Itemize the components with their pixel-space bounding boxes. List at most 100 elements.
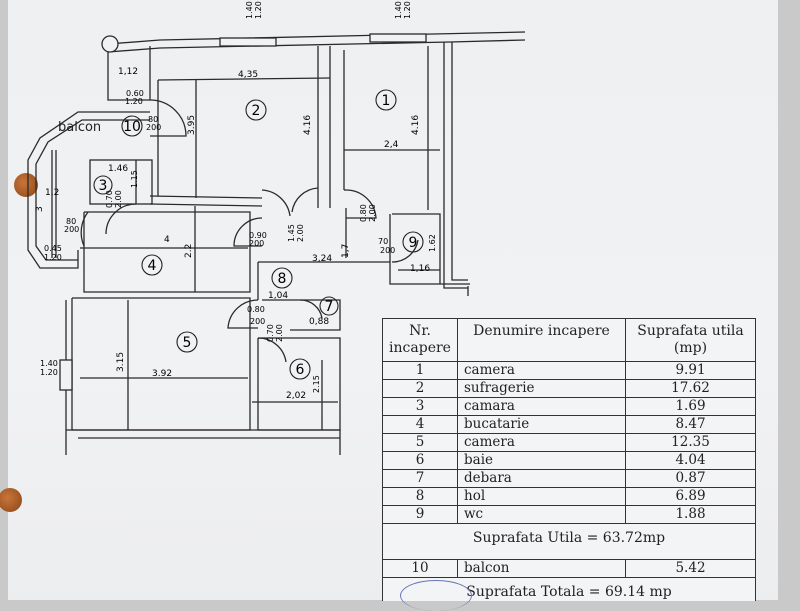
balcony-row: 10 balcon 5.42 (382, 559, 756, 578)
table-row: 3 camara 1.69 (382, 397, 756, 416)
table-header-row: Nr. incapere Denumire incapere Suprafata… (382, 318, 756, 362)
table-row: 7 debara 0.87 (382, 469, 756, 488)
dim-435: 4,35 (238, 70, 258, 80)
dim-200-wc: 200 (380, 246, 395, 255)
room-number-2: 2 (252, 103, 261, 119)
dim-top-a-140: 1.40 (245, 1, 254, 19)
row-name: debara (457, 469, 626, 488)
binder-hole-bottom (0, 488, 22, 512)
balcony-area: 5.42 (625, 559, 756, 578)
dim-17: 1,7 (341, 244, 351, 258)
dim-200-balcony: 200 (146, 123, 161, 132)
room-number-labels: 1 2 3 4 5 6 7 8 9 10 (99, 93, 418, 378)
table-row: 5 camera 12.35 (382, 433, 756, 452)
room-number-10: 10 (123, 119, 141, 135)
dim-22: 2.2 (184, 244, 194, 258)
row-nr: 2 (382, 379, 458, 398)
dim-070-room3: 0.70 (105, 190, 114, 208)
dim-116: 1,16 (410, 264, 430, 274)
row-nr: 1 (382, 361, 458, 380)
dim-145: 1.45 (287, 224, 296, 242)
row-area: 8.47 (625, 415, 756, 434)
dim-090: 0.90 (249, 231, 267, 240)
dim-395: 3.95 (187, 115, 197, 135)
dim-200-hall: 2.00 (296, 224, 305, 242)
room-number-7: 7 (325, 299, 334, 315)
row-name: wc (457, 505, 626, 524)
grand-total-row: Suprafata Totala = 69.14 mp (382, 577, 756, 601)
room-number-5: 5 (183, 335, 192, 351)
grand-total: Suprafata Totala = 69.14 mp (382, 577, 756, 601)
dim-215: 2.15 (312, 375, 321, 393)
dim-140-left: 1.40 (40, 359, 58, 368)
binder-hole-top (14, 173, 38, 197)
table-row: 1 camera 9.91 (382, 361, 756, 380)
room-number-1: 1 (382, 93, 391, 109)
dim-112: 1,12 (118, 67, 138, 77)
row-nr: 9 (382, 505, 458, 524)
dim-12: 1.2 (45, 188, 59, 198)
room-number-9: 9 (409, 235, 418, 251)
row-name: sufragerie (457, 379, 626, 398)
dim-80-balcony: 80 (148, 115, 158, 124)
dim-416-b: 4.16 (411, 115, 421, 135)
dim-045: 0.45 (44, 244, 62, 253)
balcony-name: balcon (457, 559, 626, 578)
dim-4: 4 (164, 235, 170, 245)
room-markers (93, 89, 424, 380)
dim-315: 3.15 (116, 352, 126, 372)
dim-080-hall: 0.80 (359, 204, 368, 222)
dim-392: 3.92 (152, 369, 172, 379)
header-nr: Nr. incapere (382, 318, 458, 362)
dim-80-room4: 80 (66, 217, 76, 226)
row-name: hol (457, 487, 626, 506)
dim-202: 2,02 (286, 391, 306, 401)
dim-top-a-120: 1.20 (254, 1, 263, 19)
row-nr: 6 (382, 451, 458, 470)
row-name: camera (457, 361, 626, 380)
dim-24: 2,4 (384, 140, 399, 150)
row-nr: 5 (382, 433, 458, 452)
dim-200-hall2: 2.00 (368, 204, 377, 222)
table-row: 2 sufragerie 17.62 (382, 379, 756, 398)
row-area: 0.87 (625, 469, 756, 488)
dim-120-left2: 1.20 (40, 368, 58, 377)
dim-top-b-140: 1.40 (394, 1, 403, 19)
row-area: 17.62 (625, 379, 756, 398)
plan-walls (27, 31, 526, 455)
room-area-table: Nr. incapere Denumire incapere Suprafata… (382, 318, 756, 601)
dim-070-room6: 0.70 (266, 324, 275, 342)
dim-200-room3: 2.00 (114, 190, 123, 208)
room-number-8: 8 (278, 271, 287, 287)
header-area: Suprafata utila (mp) (625, 318, 756, 362)
row-nr: 8 (382, 487, 458, 506)
row-area: 6.89 (625, 487, 756, 506)
dim-70-wc: 70 (378, 237, 388, 246)
table-row: 6 baie 4.04 (382, 451, 756, 470)
row-area: 1.69 (625, 397, 756, 416)
row-area: 4.04 (625, 451, 756, 470)
row-nr: 7 (382, 469, 458, 488)
dimension-labels: 1.40 1.20 1.40 1.20 1,12 4,35 0.60 1.20 … (35, 1, 437, 401)
dim-200-kitchen: 200 (249, 239, 264, 248)
dim-200-bath: 200 (250, 317, 265, 326)
table-row: 4 bucatarie 8.47 (382, 415, 756, 434)
dim-080-bath: 0.80 (247, 305, 265, 314)
dim-115: 1.15 (130, 170, 139, 188)
row-name: baie (457, 451, 626, 470)
dim-120-left: 1.20 (44, 253, 62, 262)
dim-104: 1,04 (268, 291, 288, 301)
useful-total: Suprafata Utila = 63.72mp (382, 523, 756, 560)
room-number-3: 3 (99, 178, 108, 194)
row-name: bucatarie (457, 415, 626, 434)
row-area: 1.88 (625, 505, 756, 524)
dim-324: 3,24 (312, 254, 332, 264)
useful-total-row: Suprafata Utila = 63.72mp (382, 523, 756, 560)
dim-146: 1.46 (108, 164, 128, 174)
row-nr: 3 (382, 397, 458, 416)
dim-200-room6: 2.00 (275, 324, 284, 342)
stamp-mark (400, 580, 472, 611)
row-nr: 4 (382, 415, 458, 434)
room-number-6: 6 (296, 362, 305, 378)
